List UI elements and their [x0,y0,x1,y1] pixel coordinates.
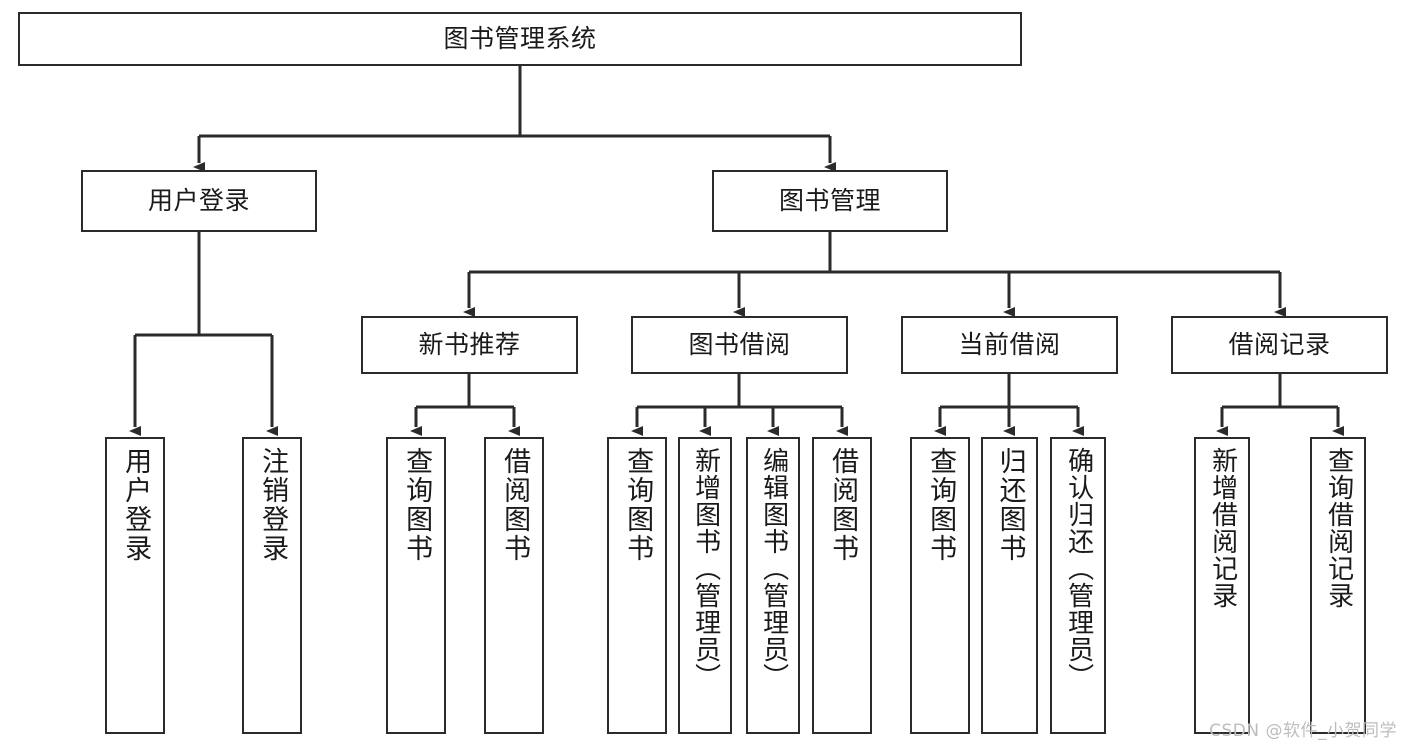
node-user-login[interactable]: 用户登录 [81,170,317,232]
node-borrow-record-label: 借阅记录 [1228,330,1331,360]
node-borrow-record[interactable]: 借阅记录 [1171,316,1388,374]
node-root[interactable]: 图书管理系统 [18,12,1022,66]
node-leaf-query-book-1[interactable]: 查询图书 [386,437,446,734]
node-book-manage[interactable]: 图书管理 [712,170,948,232]
node-current-borrow[interactable]: 当前借阅 [901,316,1118,374]
node-leaf-return-book-label: 归还图书 [994,447,1026,563]
node-leaf-query-book-2[interactable]: 查询图书 [607,437,667,734]
node-leaf-edit-book-label: 编辑图书（管理员） [758,447,789,690]
node-user-login-label: 用户登录 [147,186,250,216]
node-leaf-add-book-label: 新增图书（管理员） [690,447,721,690]
node-leaf-confirm-return-label: 确认归还（管理员） [1063,447,1094,690]
node-leaf-add-record-label: 新增借阅记录 [1207,447,1238,609]
node-leaf-add-record[interactable]: 新增借阅记录 [1194,437,1250,734]
node-leaf-user-login-label: 用户登录 [120,447,152,563]
node-book-manage-label: 图书管理 [778,186,881,216]
node-leaf-query-record-label: 查询借阅记录 [1323,447,1354,609]
node-leaf-query-record[interactable]: 查询借阅记录 [1310,437,1366,734]
node-leaf-query-book-3[interactable]: 查询图书 [910,437,970,734]
node-leaf-logout-login[interactable]: 注销登录 [242,437,302,734]
node-leaf-borrow-book-2-label: 借阅图书 [827,447,859,563]
node-leaf-borrow-book-2[interactable]: 借阅图书 [812,437,872,734]
node-leaf-query-book-2-label: 查询图书 [622,447,654,563]
node-new-book-recommend[interactable]: 新书推荐 [361,316,578,374]
node-current-borrow-label: 当前借阅 [958,330,1061,360]
node-new-book-recommend-label: 新书推荐 [418,330,521,360]
node-leaf-return-book[interactable]: 归还图书 [981,437,1038,734]
node-leaf-add-book[interactable]: 新增图书（管理员） [678,437,732,734]
node-leaf-borrow-book-1[interactable]: 借阅图书 [484,437,544,734]
node-leaf-logout-login-label: 注销登录 [257,447,289,563]
node-leaf-edit-book[interactable]: 编辑图书（管理员） [746,437,800,734]
node-leaf-confirm-return[interactable]: 确认归还（管理员） [1050,437,1106,734]
node-book-borrow[interactable]: 图书借阅 [631,316,848,374]
node-leaf-query-book-3-label: 查询图书 [925,447,957,563]
node-leaf-query-book-1-label: 查询图书 [401,447,433,563]
node-leaf-borrow-book-1-label: 借阅图书 [499,447,531,563]
node-root-label: 图书管理系统 [443,24,597,54]
node-leaf-user-login[interactable]: 用户登录 [105,437,165,734]
node-book-borrow-label: 图书借阅 [688,330,791,360]
